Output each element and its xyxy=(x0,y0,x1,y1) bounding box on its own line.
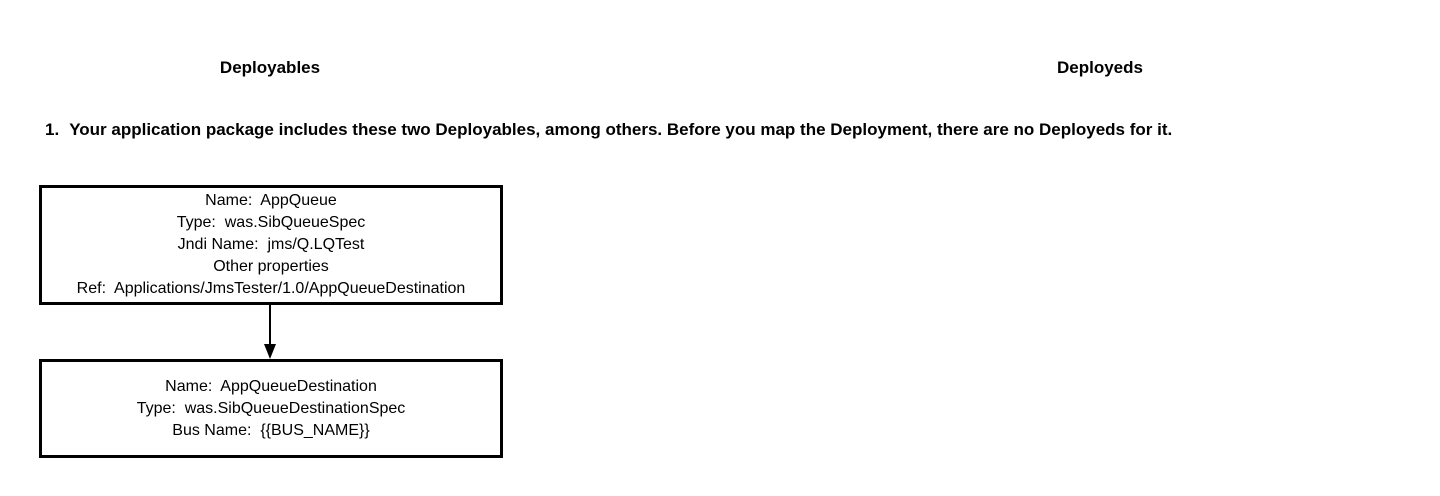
deployeds-header: Deployeds xyxy=(1057,58,1143,77)
deployables-header: Deployables xyxy=(219,58,321,77)
app-queue-deployable-box: Name: AppQueue Type: was.SibQueueSpec Jn… xyxy=(39,185,503,305)
queue-name-line: Name: AppQueue xyxy=(205,192,337,209)
step-number: 1. xyxy=(45,120,60,139)
queue-ref-line: Ref: Applications/JmsTester/1.0/AppQueue… xyxy=(76,280,466,297)
reference-arrow xyxy=(264,302,276,359)
queue-jndi-line: Jndi Name: jms/Q.LQTest xyxy=(177,236,365,253)
step-text: Your application package includes these … xyxy=(69,120,1173,139)
destination-bus-name-line: Bus Name: {{BUS_NAME}} xyxy=(172,421,370,439)
queue-other-properties-line: Other properties xyxy=(213,258,329,275)
destination-type-line: Type: was.SibQueueDestinationSpec xyxy=(136,399,406,417)
destination-name-line: Name: AppQueueDestination xyxy=(165,377,377,395)
step-1-description: 1. Your application package includes thes… xyxy=(45,120,1172,140)
app-queue-destination-deployable-box: Name: AppQueueDestination Type: was.SibQ… xyxy=(39,359,503,458)
queue-type-line: Type: was.SibQueueSpec xyxy=(176,214,366,231)
